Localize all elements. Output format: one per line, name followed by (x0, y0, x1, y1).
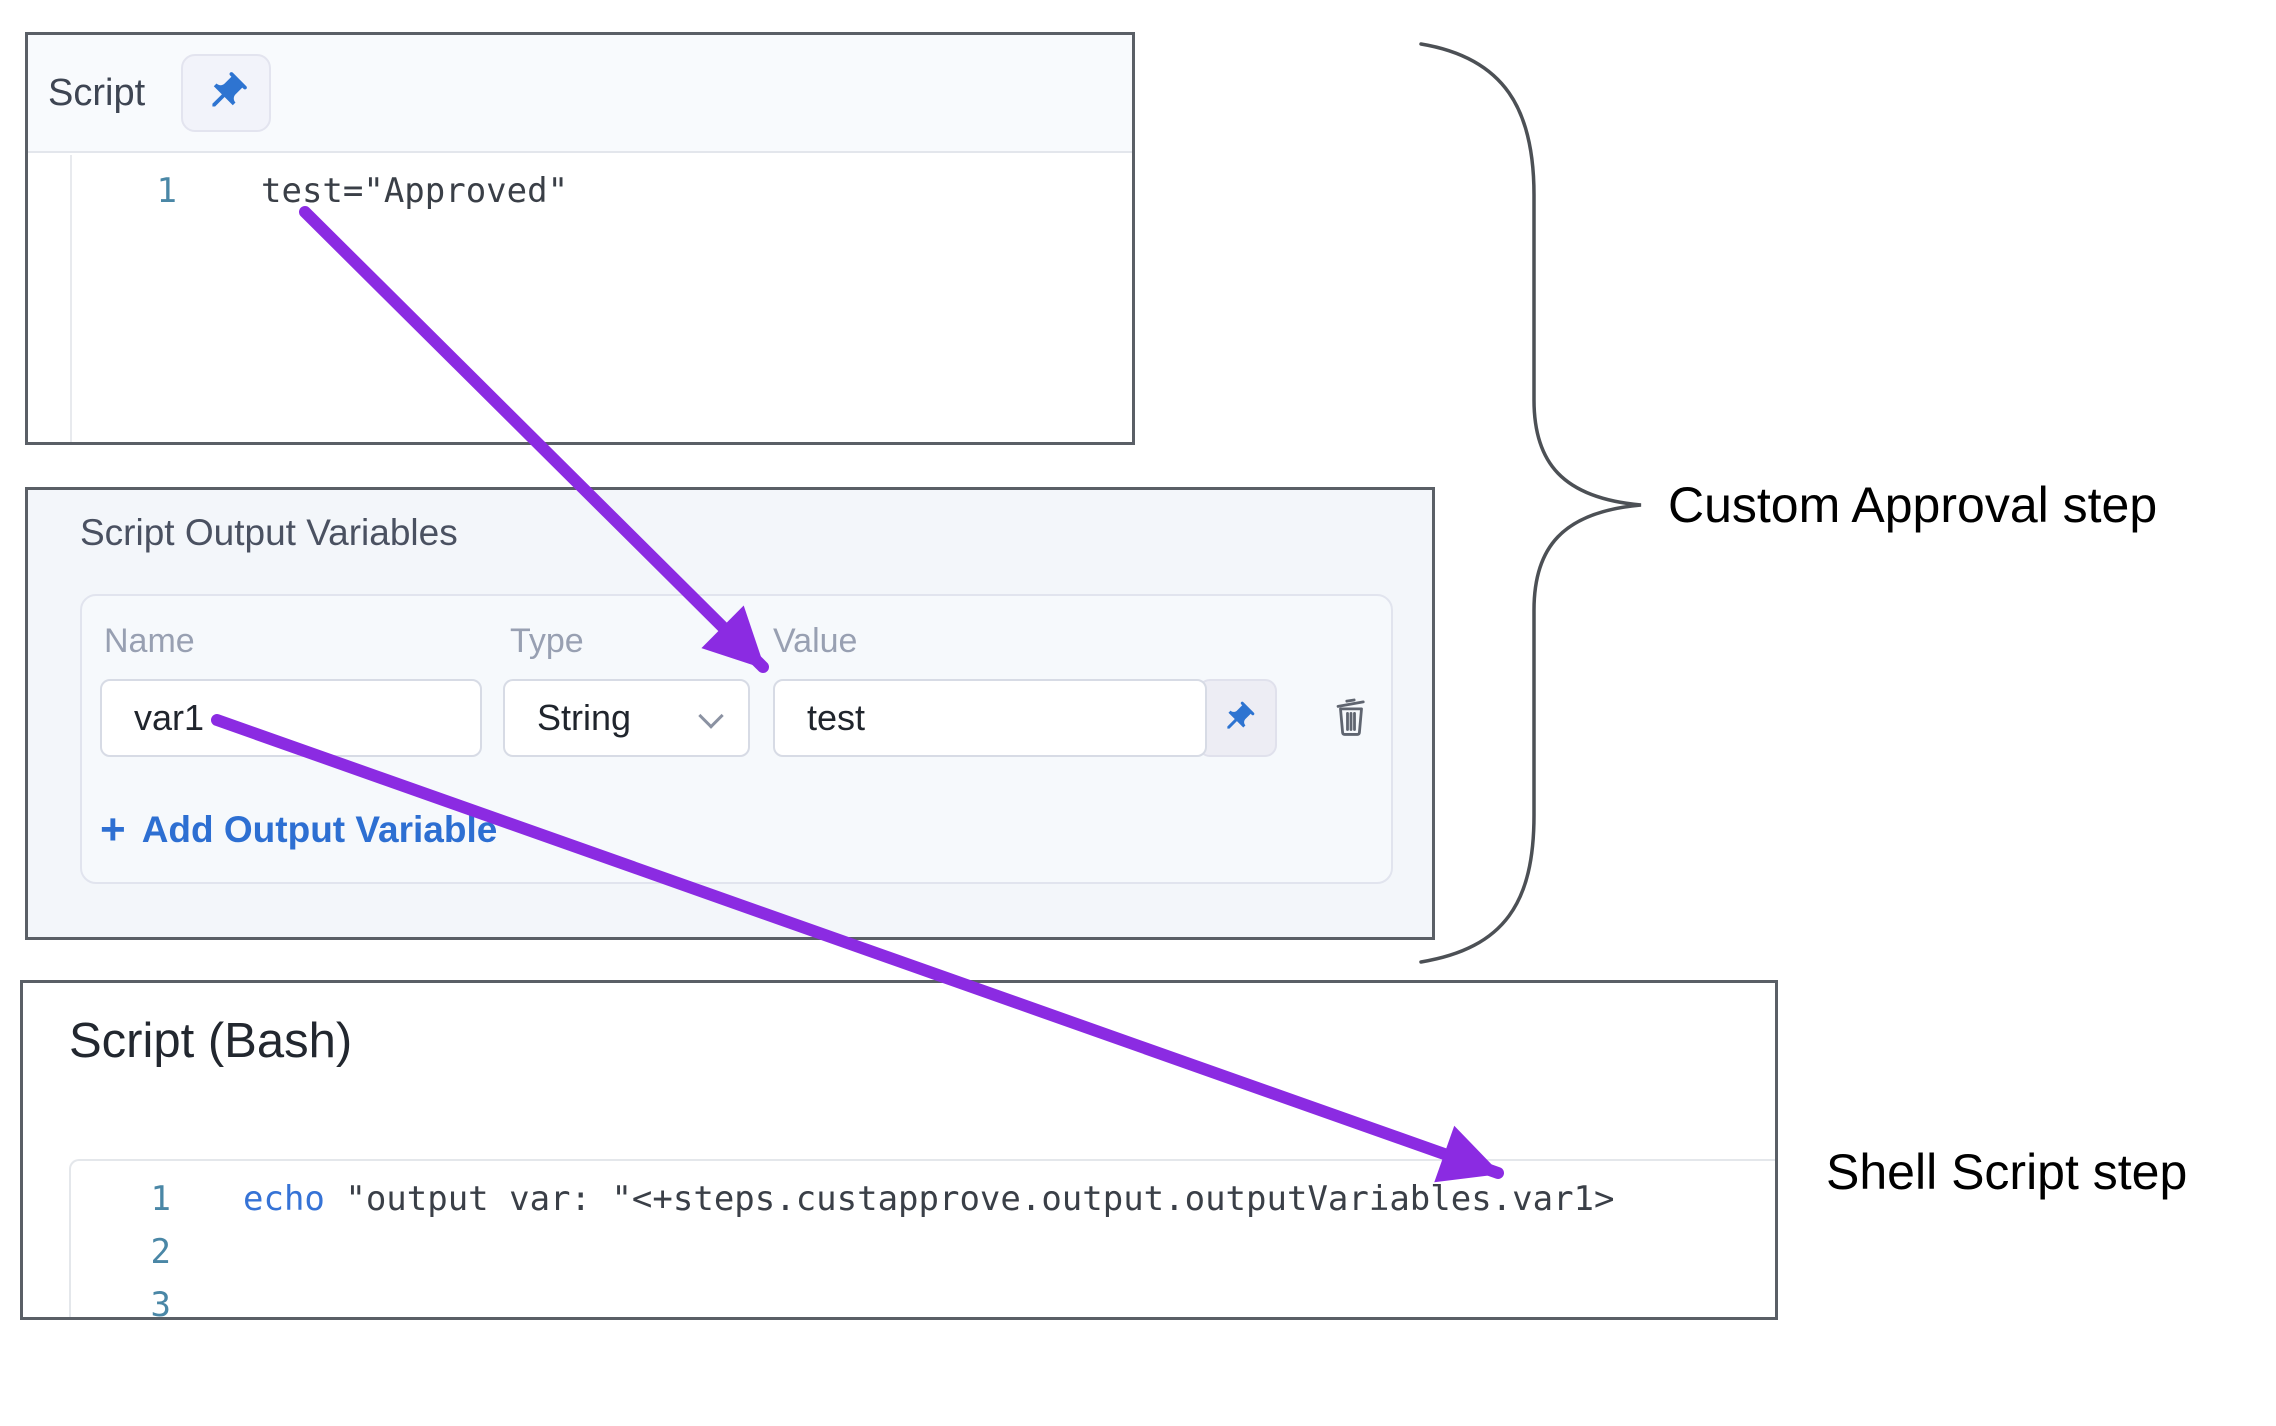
type-column-label: Type (510, 622, 584, 660)
line-number: 3 (150, 1285, 171, 1325)
code-line: 3 (71, 1279, 1775, 1332)
variable-type-value: String (537, 697, 632, 738)
pin-button[interactable] (181, 54, 272, 132)
bash-code-editor[interactable]: 1 echo "output var: "<+steps.custapprove… (69, 1159, 1775, 1325)
code-line: 2 (71, 1226, 1775, 1279)
code-line: 1 test="Approved" (72, 165, 1132, 217)
variable-value-input[interactable]: test (773, 679, 1207, 757)
script-panel-title: Script (48, 71, 146, 114)
plus-icon: + (100, 805, 126, 854)
add-output-variable-button[interactable]: + Add Output Variable (100, 808, 497, 852)
variable-name-input[interactable]: var1 (100, 679, 482, 757)
shell-script-step-label: Shell Script step (1826, 1144, 2188, 1200)
code-text: echo "output var: "<+steps.custapprove.o… (243, 1173, 1614, 1226)
code-text: test="Approved" (261, 171, 569, 211)
script-panel-header: Script (28, 35, 1132, 153)
script-panel: Script 1 test="Approved" (25, 32, 1135, 445)
custom-approval-step-label: Custom Approval step (1668, 477, 2158, 533)
line-number: 2 (150, 1232, 171, 1272)
echo-keyword: echo (243, 1179, 325, 1219)
curly-brace (1419, 42, 1642, 964)
script-output-variables-panel: Script Output Variables Name Type Value … (25, 487, 1435, 940)
variable-value-value: test (807, 697, 866, 738)
code-line: 1 echo "output var: "<+steps.custapprove… (71, 1173, 1775, 1226)
script-bash-title: Script (Bash) (69, 1014, 353, 1068)
pushpin-icon (1226, 701, 1254, 729)
line-number: 1 (156, 171, 177, 211)
chevron-down-icon (698, 703, 724, 729)
variable-type-select[interactable]: String (503, 679, 750, 757)
variable-name-value: var1 (134, 697, 205, 738)
output-variables-box: Name Type Value var1 String test (80, 594, 1393, 884)
add-output-variable-label: Add Output Variable (141, 809, 498, 850)
script-bash-panel: Script (Bash) 1 echo "output var: "<+ste… (20, 980, 1778, 1325)
script-code-editor[interactable]: 1 test="Approved" (70, 155, 1132, 442)
value-pin-button[interactable] (1198, 679, 1277, 757)
pushpin-icon (212, 72, 248, 107)
code-rest: "output var: "<+steps.custapprove.output… (324, 1179, 1615, 1219)
trash-icon[interactable] (1330, 690, 1372, 740)
line-number: 1 (150, 1179, 171, 1219)
value-column-label: Value (773, 622, 858, 660)
name-column-label: Name (104, 622, 195, 660)
output-variables-title: Script Output Variables (80, 512, 458, 553)
